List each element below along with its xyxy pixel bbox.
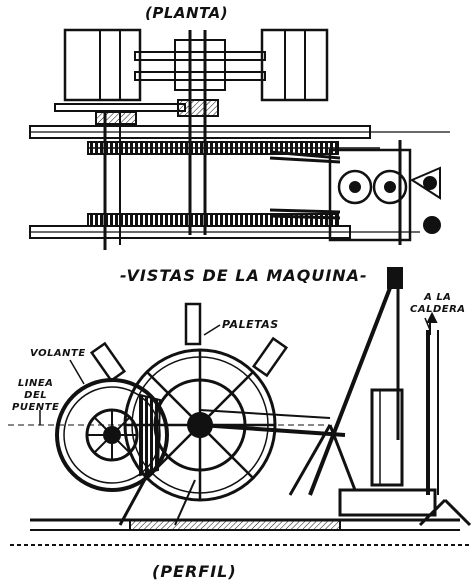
right-drum [260,28,329,102]
steam-cylinder [370,388,404,487]
paletas-label: PALETAS [222,318,279,331]
mast [308,274,397,496]
paddle-left [89,341,127,383]
flywheel [55,378,169,492]
paddle-shaft [134,51,266,61]
profile-view-title: (PERFIL) [152,562,237,581]
cylinder-left [337,169,373,205]
linea-line-1: LINEA [17,378,54,389]
profile-view [8,267,472,546]
center-hub [177,99,219,117]
engine-frame [328,148,412,242]
caldera-line-1: A LA [424,292,452,303]
volante-label: VOLANTE [30,348,86,359]
linea-del-puente-label: LINEA DEL PUENTE [12,378,59,414]
engine-base [338,488,437,517]
gear-segment [139,393,162,477]
diagram-title: -VISTAS DE LA MAQUINA- [120,266,368,285]
paddle-right [251,336,289,378]
linea-line-2: DEL [24,390,48,401]
plan-view [29,28,450,250]
plan-view-title: (PLANTA) [145,4,229,22]
cylinder-right [372,169,408,205]
caldera-label: A LA CALDERA [410,292,466,316]
caldera-line-2: CALDERA [410,304,466,315]
linea-line-3: PUENTE [12,402,60,413]
paddle-top [184,302,202,346]
left-drum [63,28,142,102]
connecting-rod [199,423,346,437]
